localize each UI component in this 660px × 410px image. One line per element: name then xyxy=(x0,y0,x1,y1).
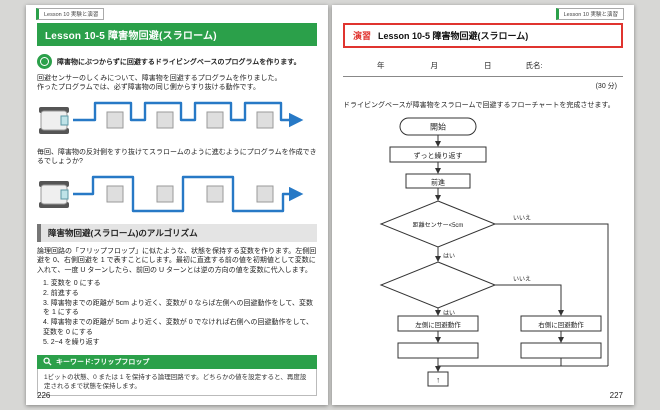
left-page: Lesson 10 実験と演習 Lesson 10-5 障害物回避(スラローム)… xyxy=(26,5,328,405)
flowchart-right-action-node: 右側に回避動作 xyxy=(520,315,602,332)
keyword-label: キーワード:フリップフロップ xyxy=(56,358,150,366)
algorithm-step-4: 4. 障害物までの距離が 5cm より近く、変数が 0 でなければ右側への回避動… xyxy=(43,319,313,337)
intro-paragraph: 回避センサーのしくみについて、障害物を回避するプログラムを作りました。 作ったプ… xyxy=(37,75,282,92)
flowchart-loopback-node: ↑ xyxy=(427,371,449,387)
lesson-title: Lesson 10-5 障害物回避(スラローム) xyxy=(45,31,217,42)
exercise-header: 演習 Lesson 10-5 障害物回避(スラローム) xyxy=(343,23,623,48)
slalom-avoid-diagram xyxy=(39,175,304,212)
exercise-title: Lesson 10-5 障害物回避(スラローム) xyxy=(378,31,529,41)
flowchart-left-action-node: 左側に回避動作 xyxy=(397,315,479,332)
algorithm-step-5: 5. 2~4 を繰り返す xyxy=(43,338,100,346)
time-limit: (30 分) xyxy=(595,83,617,90)
svg-text:距離センサー<5cm: 距離センサー<5cm xyxy=(413,221,464,229)
date-name-row: 年 月 日 氏名: xyxy=(343,60,623,77)
svg-text:右側に回避動作: 右側に回避動作 xyxy=(538,320,584,329)
svg-text:開始: 開始 xyxy=(430,122,446,132)
running-header-text: Lesson 10 実験と演習 xyxy=(563,12,618,18)
flowchart-blank-decision xyxy=(379,261,497,309)
algorithm-paragraph: 論理回路の「フリップフロップ」に似たような、状態を保持する変数を作ります。左側回… xyxy=(37,247,317,274)
name-label: 氏名: xyxy=(525,61,543,70)
question-paragraph: 毎回、障害物の反対側をすり抜けてスラロームのように進むようにプログラムを作成でき… xyxy=(37,148,317,166)
running-header-text: Lesson 10 実験と演習 xyxy=(44,12,99,18)
flowchart-blank-node-left xyxy=(397,342,479,359)
svg-text:ずっと繰り返す: ずっと繰り返す xyxy=(414,151,463,160)
page-number-right: 227 xyxy=(609,391,623,400)
same-side-avoid-diagram xyxy=(39,101,304,134)
day-label: 日 xyxy=(484,61,492,70)
path-arrow xyxy=(73,101,304,128)
yes-label: はい xyxy=(443,253,455,260)
flowchart-loop-node: ずっと繰り返す xyxy=(389,146,487,163)
running-header-left: Lesson 10 実験と演習 xyxy=(36,8,105,20)
svg-text:左側に回避動作: 左側に回避動作 xyxy=(415,320,461,329)
objective-text: 障害物にぶつからずに回避するドライビングベースのプログラムを作ります。 xyxy=(57,58,301,66)
right-page: Lesson 10 実験と演習 演習 Lesson 10-5 障害物回避(スラロ… xyxy=(332,5,634,405)
algorithm-step-3: 3. 障害物までの距離が 5cm より近く、変数が 0 ならば左側への回避動作を… xyxy=(43,299,313,317)
svg-text:↑: ↑ xyxy=(436,376,440,385)
objective-row: 障害物にぶつからずに回避するドライビングベースのプログラムを作ります。 xyxy=(37,54,317,69)
flowchart-start-node: 開始 xyxy=(399,117,477,136)
obstacle-square xyxy=(106,111,274,129)
flowchart-distance-decision: 距離センサー<5cm xyxy=(379,200,497,248)
algorithm-section-header: 障害物回避(スラローム)のアルゴリズム xyxy=(37,223,317,242)
algorithm-step-1: 1. 変数を 0 にする xyxy=(43,280,101,288)
keyword-footnote: 1ビットの状態、0 または 1 を保持する論理回路です。どちらかの値を設定すると… xyxy=(37,368,317,396)
flowchart-forward-node: 前進 xyxy=(405,173,471,189)
running-header-right: Lesson 10 実験と演習 xyxy=(555,8,624,20)
svg-text:前進: 前進 xyxy=(431,178,445,187)
algorithm-steps: 1. 変数を 0 にする 2. 前進する 3. 障害物までの距離が 5cm より… xyxy=(43,279,317,348)
no-label: いいえ xyxy=(513,276,531,283)
lesson-title-bar: Lesson 10-5 障害物回避(スラローム) xyxy=(37,23,317,46)
path-arrow xyxy=(73,175,304,212)
search-icon xyxy=(43,357,52,366)
flowchart: 開始 ずっと繰り返す 前進 距離センサー<5cm いいえ はい いいえ はい xyxy=(379,117,609,387)
month-label: 月 xyxy=(430,61,439,70)
keyword-bar: キーワード:フリップフロップ xyxy=(37,354,317,369)
flowchart-connectors xyxy=(435,135,609,372)
flowchart-blank-node-right xyxy=(520,342,602,359)
goal-icon xyxy=(37,54,52,69)
page-number-left: 226 xyxy=(37,391,51,400)
exercise-label: 演習 xyxy=(353,31,372,41)
algorithm-section-title: 障害物回避(スラローム)のアルゴリズム xyxy=(48,227,198,238)
instruction-paragraph: ドライビングベースが障害物をスラロームで回避するフローチャートを完成させます。 xyxy=(343,102,615,109)
keyword-box: キーワード:フリップフロップ 1ビットの状態、0 または 1 を保持する論理回路… xyxy=(37,354,317,396)
no-label: いいえ xyxy=(513,215,531,222)
robot-icon xyxy=(39,106,69,134)
robot-icon xyxy=(39,180,69,208)
algorithm-step-2: 2. 前進する xyxy=(43,289,79,297)
year-label: 年 xyxy=(377,61,385,70)
obstacle-square xyxy=(106,185,274,203)
yes-label: はい xyxy=(443,310,455,317)
